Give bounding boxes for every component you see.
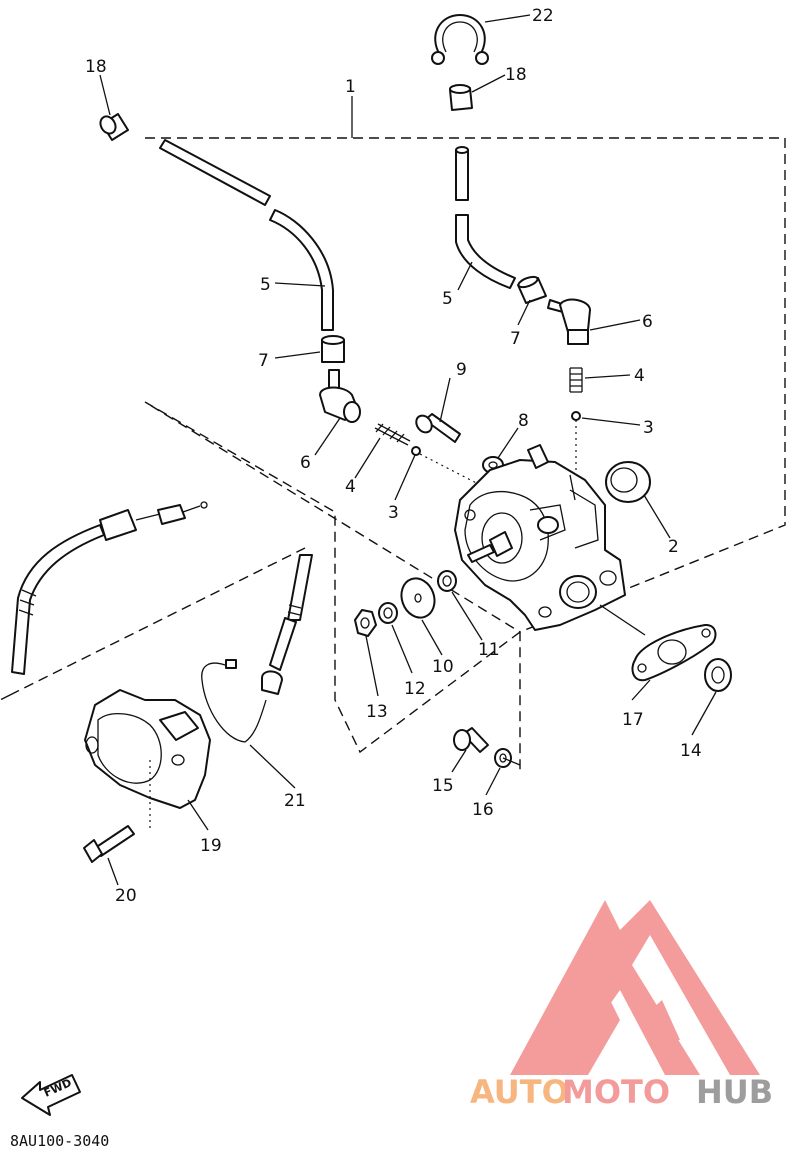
part-7-collar-left (321, 335, 345, 363)
part-6-elbow-left (319, 369, 361, 423)
callout-6-left: 6 (300, 453, 311, 473)
part-6-elbow-right (547, 298, 591, 345)
part-3-ball-right (571, 411, 581, 421)
callout-15: 15 (432, 776, 454, 796)
part-18-cap-left (99, 113, 129, 141)
part-5-hose-left (159, 139, 334, 331)
callout-3-left: 3 (388, 503, 399, 523)
part-20-bolt (83, 825, 135, 863)
part-7-collar-right (517, 275, 547, 304)
callout-14: 14 (680, 741, 702, 761)
part-3-ball-left (411, 446, 421, 456)
callout-5-right: 5 (442, 289, 453, 309)
part-13-nut (354, 609, 377, 637)
part-22-clip (431, 14, 489, 65)
watermark-auto: AUTO (470, 1073, 569, 1111)
callout-20: 20 (115, 886, 137, 906)
oil-pump-body (454, 444, 626, 631)
part-12-washer (378, 602, 398, 624)
callout-5-left: 5 (260, 275, 271, 295)
part-18-cap-right (449, 84, 473, 111)
callout-17: 17 (622, 710, 644, 730)
part-4-spring-left (374, 423, 411, 446)
callout-4-right: 4 (634, 366, 645, 386)
diagram-code: 8AU100-3040 (10, 1132, 109, 1150)
callout-7-left: 7 (258, 351, 269, 371)
part-2-seal (605, 461, 651, 503)
logo-triangle-icon (510, 900, 760, 1075)
callout-21: 21 (284, 791, 306, 811)
part-11-washer (437, 570, 457, 592)
callout-16: 16 (472, 800, 494, 820)
leader-lines (99, 14, 717, 886)
cable-guide-lines (0, 547, 306, 701)
part-9-bolt (415, 413, 461, 443)
part-5-hose-right (455, 146, 516, 289)
watermark-moto: MOTO (562, 1073, 670, 1111)
throttle-cable (11, 501, 208, 675)
part-10-plate (400, 577, 436, 619)
part-21-cable (201, 554, 313, 743)
callout-labels: 1 2 3 3 4 4 5 5 6 6 7 7 8 9 10 11 12 13 … (85, 6, 702, 906)
callout-22: 22 (532, 6, 554, 26)
part-4-spring-right (569, 367, 583, 393)
callout-2: 2 (668, 537, 679, 557)
callout-11: 11 (478, 640, 500, 660)
part-15-bolt (453, 727, 489, 753)
callout-3-right: 3 (643, 418, 654, 438)
part-17-gasket (631, 623, 717, 682)
automotohub-logo: AUTO MOTO HUB (470, 900, 773, 1111)
callout-9: 9 (456, 360, 467, 380)
watermark-hub: HUB (696, 1073, 773, 1111)
callout-18-right: 18 (505, 65, 527, 85)
part-14-washer (704, 658, 732, 692)
callout-10: 10 (432, 657, 454, 677)
callout-1: 1 (345, 77, 356, 97)
callout-7-right: 7 (510, 329, 521, 349)
callout-4-left: 4 (345, 477, 356, 497)
fwd-arrow: FWD (21, 1074, 81, 1116)
callout-6-right: 6 (642, 312, 653, 332)
part-19-cover (84, 689, 211, 830)
callout-18-left: 18 (85, 57, 107, 77)
callout-12: 12 (404, 679, 426, 699)
assembly-boundary (144, 137, 786, 770)
callout-13: 13 (366, 702, 388, 722)
callout-8: 8 (518, 411, 529, 431)
callout-19: 19 (200, 836, 222, 856)
